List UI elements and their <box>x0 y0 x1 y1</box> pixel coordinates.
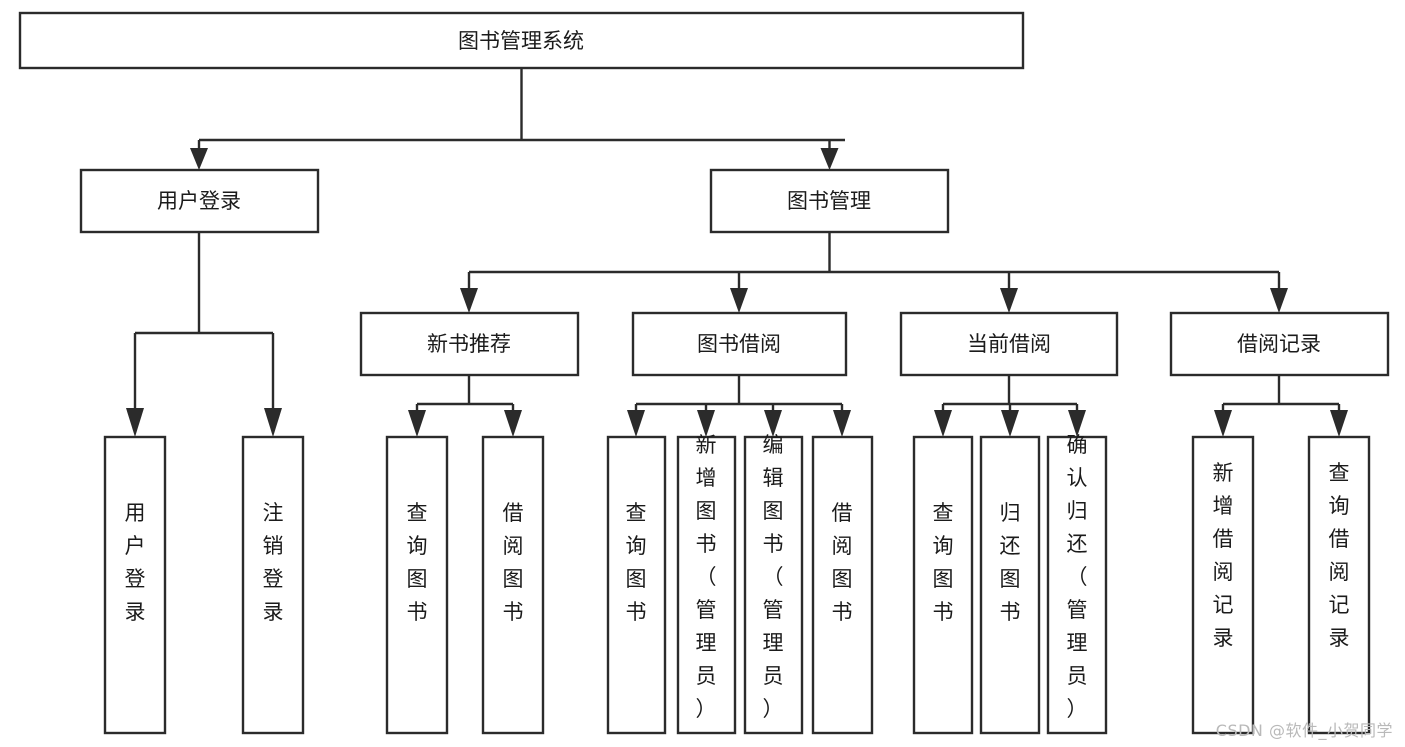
node-leaf-query-book-3-box[interactable] <box>912 435 974 735</box>
arrowhead-leaf-query-book-1 <box>408 410 426 437</box>
node-leaf-add-record[interactable]: 新增借阅记录 <box>1191 435 1255 735</box>
node-leaf-query-book-1[interactable]: 查询图书 <box>385 435 449 735</box>
node-book-borrow-label: 图书借阅 <box>697 332 781 356</box>
node-leaf-return-book-label: 归还图书 <box>1000 501 1021 624</box>
node-new-book-recommend-box[interactable] <box>359 311 580 377</box>
node-leaf-borrow-book-1[interactable]: 借阅图书 <box>481 435 545 735</box>
node-book-borrow[interactable]: 图书借阅 <box>631 311 848 377</box>
node-current-borrow[interactable]: 当前借阅 <box>899 311 1119 377</box>
node-new-book-recommend[interactable]: 新书推荐 <box>359 311 580 377</box>
node-borrow-record-label: 借阅记录 <box>1237 332 1321 356</box>
node-leaf-add-book-box[interactable] <box>676 435 737 735</box>
arrowhead-book-management <box>820 148 839 170</box>
node-leaf-user-login[interactable]: 用户登录 <box>103 435 167 735</box>
node-leaf-query-book-1-label: 查询图书 <box>407 501 428 624</box>
connector-group <box>126 68 1348 437</box>
node-leaf-query-book-1-box[interactable] <box>385 435 449 735</box>
node-root-label: 图书管理系统 <box>458 29 584 53</box>
node-leaf-query-book-3[interactable]: 查询图书 <box>912 435 974 735</box>
csdn-watermark: CSDN @软件_小贺同学 <box>1215 721 1393 740</box>
node-leaf-borrow-book-2[interactable]: 借阅图书 <box>811 435 874 735</box>
node-borrow-record-box[interactable] <box>1169 311 1390 377</box>
node-current-borrow-label: 当前借阅 <box>967 332 1051 356</box>
node-leaf-query-record-box[interactable] <box>1307 435 1371 735</box>
node-leaf-borrow-book-1-label: 借阅图书 <box>503 501 524 624</box>
node-leaf-query-record[interactable]: 查询借阅记录 <box>1307 435 1371 735</box>
arrowhead-leaf-query-book-3 <box>934 410 952 437</box>
node-leaf-logout-login-box[interactable] <box>241 435 305 735</box>
arrowhead-new-book-recommend <box>460 288 478 313</box>
node-leaf-logout-login[interactable]: 注销登录 <box>241 435 305 735</box>
node-current-borrow-box[interactable] <box>899 311 1119 377</box>
node-user-login-label: 用户登录 <box>157 189 241 213</box>
node-leaf-add-book-label: 新增图书（管理员） <box>696 433 717 721</box>
arrowhead-leaf-confirm-return <box>1068 410 1086 437</box>
node-book-management-label: 图书管理 <box>787 189 871 213</box>
node-leaf-edit-book-box[interactable] <box>743 435 804 735</box>
arrowhead-book-borrow <box>730 288 748 313</box>
node-leaf-borrow-book-2-box[interactable] <box>811 435 874 735</box>
node-new-book-recommend-label: 新书推荐 <box>427 332 511 356</box>
node-leaf-edit-book[interactable]: 编辑图书（管理员） <box>743 433 804 735</box>
node-root[interactable]: 图书管理系统 <box>18 11 1025 70</box>
arrowhead-leaf-user-login <box>126 408 144 437</box>
node-leaf-query-book-2-label: 查询图书 <box>626 501 647 624</box>
node-leaf-query-book-2[interactable]: 查询图书 <box>606 435 667 735</box>
node-leaf-query-book-2-box[interactable] <box>606 435 667 735</box>
node-leaf-confirm-return-label: 确认归还（管理员） <box>1067 433 1088 721</box>
arrowhead-leaf-logout-login <box>264 408 282 437</box>
arrowhead-leaf-return-book <box>1001 410 1019 437</box>
arrowhead-user-login <box>190 148 208 170</box>
arrowhead-leaf-borrow-book-1 <box>504 410 522 437</box>
node-user-login-box[interactable] <box>79 168 320 234</box>
arrowhead-leaf-borrow-book-2 <box>833 410 851 437</box>
arrowhead-current-borrow <box>1000 288 1018 313</box>
node-leaf-return-book-box[interactable] <box>979 435 1041 735</box>
node-leaf-borrow-book-2-label: 借阅图书 <box>832 501 853 624</box>
node-leaf-user-login-box[interactable] <box>103 435 167 735</box>
node-leaf-add-record-box[interactable] <box>1191 435 1255 735</box>
node-leaf-borrow-book-1-box[interactable] <box>481 435 545 735</box>
node-leaf-confirm-return-box[interactable] <box>1046 435 1108 735</box>
node-leaf-query-book-3-label: 查询图书 <box>933 501 954 624</box>
arrowhead-borrow-record <box>1270 288 1288 313</box>
node-leaf-confirm-return[interactable]: 确认归还（管理员） <box>1046 433 1108 735</box>
arrowhead-leaf-query-book-2 <box>627 410 645 437</box>
node-book-management[interactable]: 图书管理 <box>709 168 950 234</box>
node-user-login[interactable]: 用户登录 <box>79 168 320 234</box>
arrowhead-leaf-edit-book <box>764 410 782 437</box>
node-book-borrow-box[interactable] <box>631 311 848 377</box>
node-leaf-edit-book-label: 编辑图书（管理员） <box>763 433 784 721</box>
node-leaf-query-record-label: 查询借阅记录 <box>1329 461 1350 650</box>
arrowhead-leaf-query-record <box>1330 410 1348 437</box>
arrowhead-leaf-add-book <box>697 410 715 437</box>
node-leaf-add-record-label: 新增借阅记录 <box>1213 461 1234 650</box>
node-root-box[interactable] <box>18 11 1025 70</box>
arrowhead-leaf-add-record <box>1214 410 1232 437</box>
node-borrow-record[interactable]: 借阅记录 <box>1169 311 1390 377</box>
node-leaf-add-book[interactable]: 新增图书（管理员） <box>676 433 737 735</box>
node-leaf-logout-login-label: 注销登录 <box>263 501 284 624</box>
node-leaf-return-book[interactable]: 归还图书 <box>979 435 1041 735</box>
node-book-management-box[interactable] <box>709 168 950 234</box>
node-leaf-user-login-label: 用户登录 <box>125 501 146 624</box>
